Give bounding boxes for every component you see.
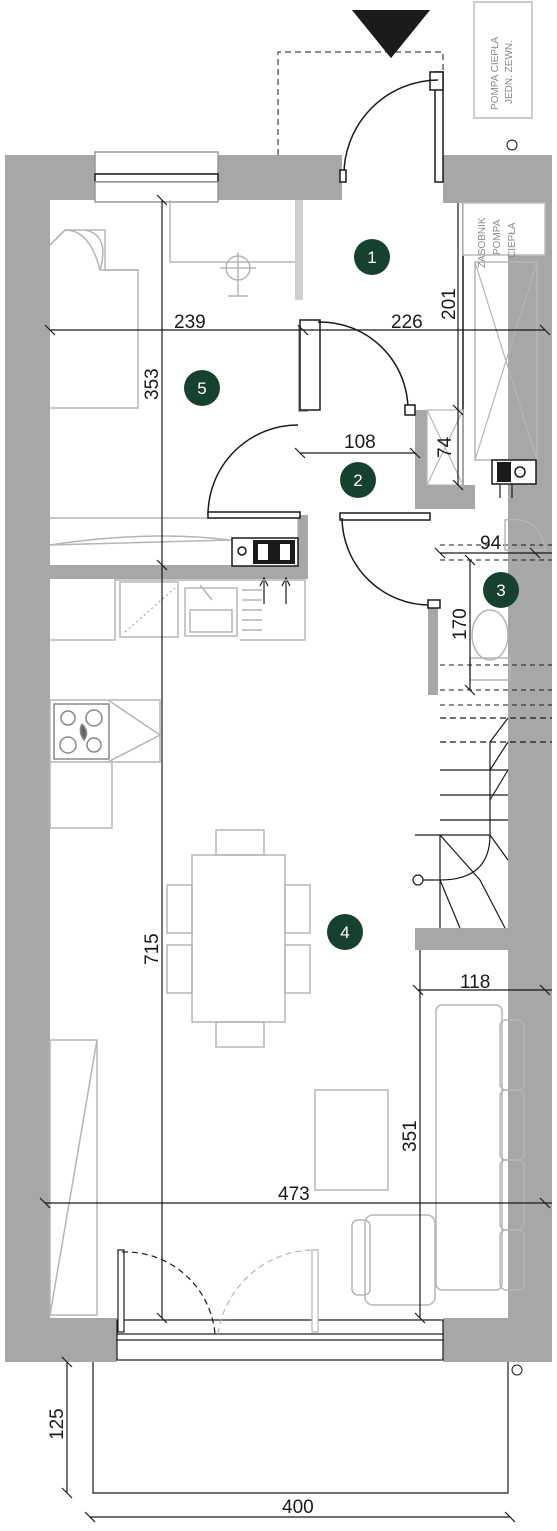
entrance-marker — [277, 10, 444, 155]
staircase — [412, 717, 552, 929]
dim-226: 226 — [391, 312, 423, 333]
tank-label-1: ZASOBNIK — [477, 217, 488, 268]
dim-353: 353 — [142, 368, 163, 400]
dim-400: 400 — [282, 1497, 314, 1518]
svg-text:1: 1 — [367, 248, 376, 267]
sink-icon — [504, 518, 546, 551]
window-room-5 — [94, 151, 219, 203]
svg-text:2: 2 — [353, 471, 362, 490]
dim-94: 94 — [480, 533, 502, 554]
dim-351: 351 — [400, 1120, 421, 1152]
dim-74: 74 — [435, 436, 456, 458]
svg-text:4: 4 — [340, 923, 349, 942]
dim-118: 118 — [460, 972, 490, 993]
living-furniture — [49, 1004, 525, 1316]
svg-text:5: 5 — [197, 379, 206, 398]
door-room-2[interactable] — [207, 424, 301, 519]
room-badge-5: 5 — [184, 370, 220, 406]
dim-108: 108 — [344, 432, 376, 453]
dining-table-set — [166, 829, 311, 1048]
room-badge-1: 1 — [354, 239, 390, 275]
drain-point-top — [506, 139, 518, 151]
terrace-outline — [92, 1362, 509, 1494]
dim-239: 239 — [174, 312, 206, 333]
room-badge-3: 3 — [483, 572, 519, 608]
hob-icon — [53, 703, 110, 760]
dim-473: 473 — [278, 1184, 310, 1205]
electric-panel — [231, 537, 299, 604]
kitchen-furniture — [49, 579, 306, 829]
outdoor-unit-label-1: POMPA CIEPŁA — [490, 36, 501, 110]
dim-125: 125 — [47, 1408, 68, 1440]
walls — [5, 155, 552, 1362]
drain-point-bottom — [511, 1364, 523, 1376]
room-badge-4: 4 — [327, 914, 363, 950]
outdoor-unit-label-2: JEDN. ZEWN. — [504, 40, 515, 104]
svg-text:3: 3 — [496, 581, 505, 600]
room-badge-2: 2 — [340, 462, 376, 498]
outdoor-heat-pump-unit: POMPA CIEPŁA JEDN. ZEWN. — [473, 1, 533, 119]
sink-icon — [184, 587, 238, 637]
door-bathroom[interactable] — [339, 512, 441, 609]
door-room-5[interactable] — [299, 319, 416, 416]
dim-170: 170 — [450, 608, 471, 640]
tank-label-2: POMPA — [492, 219, 503, 255]
terrace-door[interactable] — [116, 1249, 444, 1361]
closet-room-2 — [426, 409, 464, 486]
tank-label-3: CIEPŁA — [507, 222, 518, 258]
dim-201: 201 — [439, 288, 460, 320]
heat-pump-tank: ZASOBNIK POMPA CIEPŁA — [462, 202, 546, 498]
dimension-lines — [39, 194, 552, 1523]
front-door[interactable] — [339, 71, 444, 183]
toilet-icon — [469, 609, 511, 681]
room-5-furniture — [49, 200, 299, 546]
dim-715: 715 — [142, 933, 163, 965]
